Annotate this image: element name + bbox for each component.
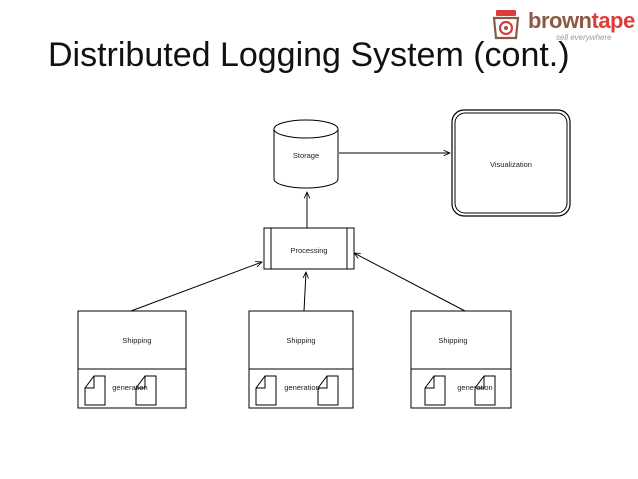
brand-name-part-b: tape [591,8,636,33]
arrow-shipping2-to-processing [304,272,306,312]
arrow-shipping1-to-processing [130,262,262,312]
storage-node: Storage [273,119,339,189]
brand-logo: browntape sell everywhere [490,6,635,44]
log-file-icon [255,375,277,406]
shipping-label: Shipping [438,336,467,345]
storage-label: Storage [293,151,319,160]
arrow-shipping3-to-processing [354,253,466,312]
log-file-icon [317,375,339,406]
log-file-icon [135,375,157,406]
shipping-node-3: Shipping generation [410,310,512,409]
shipping-node-2: Shipping generation [248,310,354,409]
processing-label: Processing [290,246,327,255]
log-file-icon [424,375,446,406]
tape-dispenser-icon [492,10,520,40]
brand-name-part-a: brown [528,8,592,33]
processing-node: Processing [263,227,355,270]
visualization-label: Visualization [490,160,532,169]
brand-tagline: sell everywhere [556,33,612,42]
generation-label: generation [112,383,147,392]
visualization-node: Visualization [451,109,571,217]
shipping-node-1: Shipping generation [77,310,187,409]
shipping-label: Shipping [286,336,315,345]
brand-name: browntape [528,8,635,34]
shipping-label: Shipping [122,336,151,345]
slide-title: Distributed Logging System (cont.) [48,36,570,74]
log-file-icon [84,375,106,406]
generation-label: generation [457,383,492,392]
log-file-icon [474,375,496,406]
generation-label: generation [284,383,319,392]
